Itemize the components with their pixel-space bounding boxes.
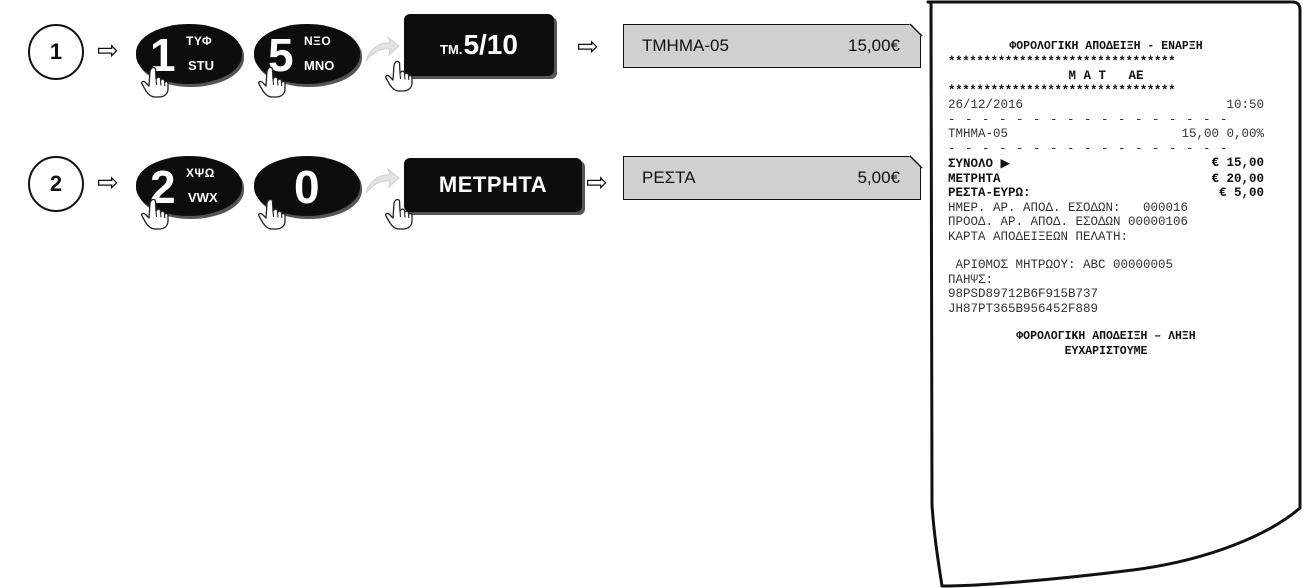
- press-hand-icon: [384, 60, 414, 92]
- receipt-change-row: ΡΕΣΤΑ-ΕΥΡΩ: € 5,00: [948, 186, 1264, 201]
- receipt-item-label: ΤΜΗΜΑ-05: [948, 127, 1009, 141]
- key-latin-letters: VWX: [188, 190, 218, 205]
- key-latin-letters: MNO: [304, 58, 335, 73]
- key-label: 5/10: [463, 29, 518, 60]
- press-hand-icon: [140, 66, 170, 98]
- step-number: 1: [49, 39, 63, 64]
- receipt-registry-number: ΑΡΙΘΜΟΣ ΜΗΤΡΩΟΥ: ABC 00000005: [948, 258, 1174, 272]
- step-2-circle: 2: [28, 156, 84, 212]
- receipt-company: Μ Α Τ ΑΕ: [1068, 69, 1144, 83]
- key-greek-letters: ΧΨΩ: [186, 166, 215, 180]
- arrow-icon: ⇨: [586, 168, 608, 198]
- display-label: ΡΕΣΤΑ: [642, 168, 696, 187]
- receipt-signature-2: JH87PT365B956452F889: [948, 301, 1099, 316]
- receipt-dashes: - - - - - - - - - - - - - - - - -: [948, 141, 1229, 156]
- department-5-10-key[interactable]: ΤΜ. 5/10: [404, 14, 554, 76]
- key-prefix: ΤΜ.: [440, 41, 463, 57]
- receipt-stars: ********************************: [948, 83, 1176, 98]
- receipt-dashes: - - - - - - - - - - - - - - - - -: [948, 112, 1229, 127]
- display-panel: ΤΜΗΜΑ-05 15,00€: [623, 24, 921, 68]
- receipt-signature-label: ΠΑΗΨΣ:: [948, 272, 994, 287]
- press-hand-icon: [257, 198, 287, 230]
- press-hand-icon: [140, 198, 170, 230]
- key-greek-letters: ΤΥΦ: [186, 34, 213, 48]
- key-digit: 0: [294, 161, 320, 213]
- receipt-footer: ΦΟΡΟΛΟΓΙΚΗ ΑΠΟΔΕΙΞΗ – ΛΗΞΗ: [1016, 330, 1196, 343]
- display-panel: ΡΕΣΤΑ 5,00€: [623, 156, 921, 200]
- step-number: 2: [49, 171, 63, 196]
- receipt-datetime-row: 26/12/2016 10:50: [948, 98, 1264, 113]
- display-corner: [909, 23, 923, 37]
- key-latin-letters: STU: [188, 58, 214, 73]
- arrow-icon: ⇨: [577, 32, 599, 62]
- receipt-total-label: ΣΥΝΟΛΟ ▶: [948, 155, 1011, 171]
- receipt-item-value: 15,00 0,00%: [1181, 127, 1264, 141]
- key-greek-letters: ΝΞΟ: [304, 34, 332, 48]
- display-label: ΤΜΗΜΑ-05: [642, 36, 729, 55]
- receipt-header: ΦΟΡΟΛΟΓΙΚΗ ΑΠΟΔΕΙΞΗ - ΕΝΑΡΞΗ: [1009, 40, 1203, 53]
- step-1-circle: 1: [28, 24, 84, 80]
- receipt-date: 26/12/2016: [948, 98, 1024, 112]
- receipt-thanks: ΕΥΧΑΡΙΣΤΟΥΜΕ: [1064, 344, 1148, 358]
- receipt-cash-row: ΜΕΤΡΗΤΑ € 20,00: [948, 172, 1264, 187]
- receipt-item-row: ΤΜΗΜΑ-05 15,00 0,00%: [948, 127, 1264, 142]
- receipt-card-line: ΚΑΡΤΑ ΑΠΟΔΕΙΞΕΩΝ ΠΕΛΑΤΗ:: [948, 229, 1129, 244]
- swoosh-arrow-icon: [364, 166, 400, 196]
- receipt-time: 10:50: [1226, 98, 1264, 112]
- key-label: ΜΕΤΡΗΤΑ: [438, 172, 548, 197]
- receipt-stars: ********************************: [948, 54, 1176, 69]
- receipt-change-label: ΡΕΣΤΑ-ΕΥΡΩ:: [948, 186, 1031, 200]
- press-hand-icon: [384, 198, 414, 230]
- receipt-cash-value: € 20,00: [1211, 171, 1264, 186]
- receipt-signature-1: 98PSD89712B6F915B737: [948, 287, 1099, 301]
- triangle-right-icon: ▶: [1000, 155, 1011, 170]
- receipt-daily-number: ΗΜΕΡ. ΑΡ. ΑΠΟΔ. ΕΣΟΔΩΝ: 000016: [948, 200, 1189, 215]
- display-value: 15,00€: [848, 36, 900, 55]
- receipt-paper: [926, 0, 1302, 588]
- receipt-total-value: € 15,00: [1211, 156, 1264, 170]
- receipt-cumulative-number: ΠΡΟΟΔ. ΑΡ. ΑΠΟΔ. ΕΣΟΔΩΝ 00000106: [948, 215, 1189, 229]
- display-value: 5,00€: [857, 168, 900, 187]
- receipt: ΦΟΡΟΛΟΓΙΚΗ ΑΠΟΔΕΙΞΗ - ΕΝΑΡΞΗ ***********…: [948, 40, 1264, 359]
- arrow-icon: ⇨: [97, 168, 119, 198]
- display-corner: [909, 155, 923, 169]
- arrow-icon: ⇨: [97, 36, 119, 66]
- receipt-total-row: ΣΥΝΟΛΟ ▶ € 15,00: [948, 155, 1264, 172]
- cash-key[interactable]: ΜΕΤΡΗΤΑ: [404, 158, 582, 212]
- press-hand-icon: [257, 66, 287, 98]
- receipt-cash-label: ΜΕΤΡΗΤΑ: [948, 171, 1001, 186]
- receipt-change-value: € 5,00: [1218, 186, 1264, 200]
